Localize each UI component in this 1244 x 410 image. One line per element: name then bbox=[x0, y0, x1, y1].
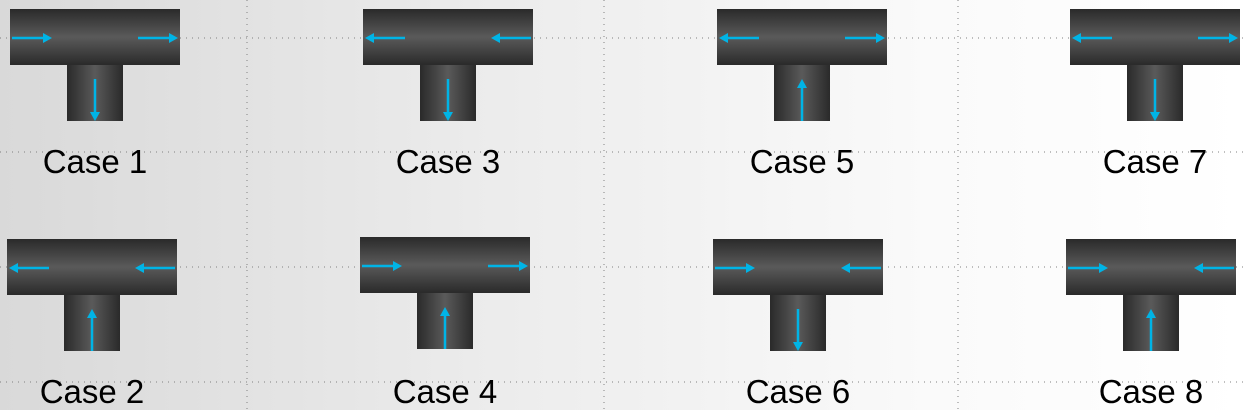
case-label-5: Case 5 bbox=[749, 143, 855, 180]
tee-junction-case-2 bbox=[7, 239, 177, 351]
flow-arrow-right bbox=[138, 33, 178, 43]
flow-arrow-right bbox=[841, 263, 881, 273]
flow-arrow-right bbox=[1198, 33, 1238, 43]
tee-junction-case-6 bbox=[713, 239, 883, 351]
flow-arrow-stem bbox=[87, 309, 97, 351]
case-label-8: Case 8 bbox=[1098, 373, 1204, 410]
tee-junction-case-7 bbox=[1070, 9, 1240, 121]
flow-arrow-right bbox=[488, 261, 528, 271]
flow-arrow-left bbox=[715, 263, 755, 273]
case-label-2: Case 2 bbox=[39, 373, 145, 410]
flow-arrow-left bbox=[1072, 33, 1112, 43]
flow-arrow-left bbox=[362, 261, 402, 271]
tee-junction-case-3 bbox=[363, 9, 533, 121]
flow-arrow-right bbox=[135, 263, 175, 273]
flow-arrow-left bbox=[365, 33, 405, 43]
flow-arrow-right bbox=[845, 33, 885, 43]
flow-arrow-left bbox=[1068, 263, 1108, 273]
flow-arrow-right bbox=[491, 33, 531, 43]
flow-arrow-stem bbox=[443, 79, 453, 121]
flow-arrow-left bbox=[719, 33, 759, 43]
flow-arrow-stem bbox=[793, 309, 803, 351]
flow-arrow-left bbox=[9, 263, 49, 273]
tee-junction-case-5 bbox=[717, 9, 887, 121]
flow-arrow-left bbox=[12, 33, 52, 43]
tee-junction-case-4 bbox=[360, 237, 530, 349]
flow-arrow-stem bbox=[1150, 79, 1160, 121]
tee-junction-case-8 bbox=[1066, 239, 1236, 351]
flow-arrow-stem bbox=[797, 79, 807, 121]
case-label-7: Case 7 bbox=[1102, 143, 1208, 180]
case-label-1: Case 1 bbox=[42, 143, 148, 180]
flow-arrow-stem bbox=[440, 307, 450, 349]
flow-arrow-stem bbox=[90, 79, 100, 121]
case-label-4: Case 4 bbox=[392, 373, 498, 410]
tee-junction-case-1 bbox=[10, 9, 180, 121]
flow-arrow-stem bbox=[1146, 309, 1156, 351]
flow-arrow-right bbox=[1194, 263, 1234, 273]
case-label-3: Case 3 bbox=[395, 143, 501, 180]
case-label-6: Case 6 bbox=[745, 373, 851, 410]
